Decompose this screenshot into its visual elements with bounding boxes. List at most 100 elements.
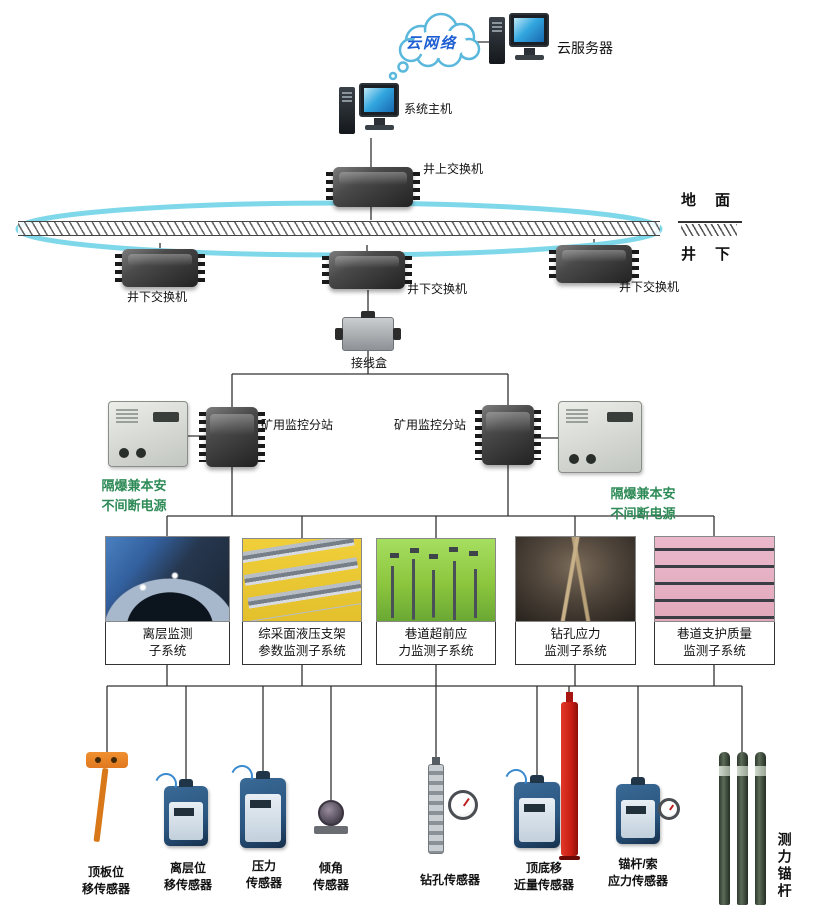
- subsystem-label: 综采面液压支架 参数监测子系统: [242, 622, 362, 665]
- surface-switch-icon: [326, 167, 420, 207]
- subsystem-label-line: 钻孔应力: [550, 627, 601, 641]
- sensor-label-line: 压力: [251, 859, 276, 873]
- subsystem-label-line: 巷道超前应: [404, 627, 468, 641]
- host-base: [365, 125, 394, 130]
- ups-right-label-line1: 隔爆兼本安: [610, 486, 676, 501]
- subsystem-label: 离层监测 子系统: [105, 622, 230, 665]
- cloud-network-label: 云网络: [406, 35, 458, 52]
- subsystem-label-line: 巷道支护质量: [676, 627, 752, 641]
- force-bolt-rod: [755, 752, 766, 905]
- subsystem-card-zongcai: 综采面液压支架 参数监测子系统: [242, 538, 362, 665]
- sensor-label-pressure: 压力 传感器: [234, 858, 294, 892]
- ups-display-slot: [607, 412, 633, 422]
- underground-switch-2-icon: [322, 251, 412, 289]
- surface-switch-label: 井上交换机: [423, 162, 484, 176]
- sensor-label-line: 顶底移: [525, 861, 562, 875]
- subsystem-label-line: 综采面液压支架: [258, 627, 346, 641]
- ups-left-label-line2: 不间断电源: [101, 497, 167, 513]
- borehole-sensor-gauge: [448, 790, 478, 820]
- subsystem-card-zhihu: 巷道支护质量 监测子系统: [654, 536, 775, 665]
- sensor-label-line: 传感器: [245, 875, 282, 890]
- subsystem-image-tunnel: [105, 536, 230, 622]
- switch-shine: [339, 171, 407, 186]
- substation-right-icon: [475, 405, 541, 465]
- cloud-server-icon: [489, 13, 551, 69]
- ups-display-slot: [153, 412, 179, 422]
- sensor-label-line: 钻孔传感器: [419, 873, 480, 887]
- sensor-label-line: 倾角: [318, 861, 343, 875]
- sensor-label-line: 移传感器: [81, 881, 130, 896]
- substation-left-label: 矿用监控分站: [261, 418, 334, 432]
- subsystem-label-line: 子系统: [148, 643, 187, 658]
- server-stand: [524, 48, 535, 55]
- junction-box-icon: [335, 311, 401, 351]
- server-base: [515, 55, 544, 60]
- ups-right-icon: [558, 401, 642, 473]
- ups-right-label: 隔爆兼本安 不间断电源: [597, 484, 689, 523]
- subsystem-label-line: 监测子系统: [683, 643, 746, 658]
- sensor-label-borehole: 钻孔传感器: [412, 872, 488, 889]
- host-tower: [339, 87, 355, 134]
- force-bolt-rod: [737, 752, 748, 905]
- subsystem-label: 巷道超前应 力监测子系统: [376, 622, 496, 665]
- server-tower: [489, 17, 505, 64]
- underground-switch-3-icon: [549, 245, 639, 283]
- switch-shine: [128, 253, 192, 267]
- cloud-icon: [388, 12, 481, 81]
- switch-shine: [562, 249, 626, 263]
- subsystem-card-liceng: 离层监测 子系统: [105, 536, 230, 665]
- server-monitor: [509, 13, 549, 47]
- host-screen: [364, 88, 394, 112]
- instrument-cap: [178, 779, 194, 787]
- sensor-label-tilt: 倾角 传感器: [301, 860, 361, 894]
- subsystem-label: 巷道支护质量 监测子系统: [654, 622, 775, 665]
- instrument-cap: [255, 771, 271, 779]
- force-bolt-rod: [719, 752, 730, 905]
- tilt-sensor-icon: [318, 800, 344, 826]
- subsystem-label-line: 监测子系统: [544, 643, 607, 658]
- sensor-label-line: 传感器: [312, 877, 349, 892]
- instrument-cap: [529, 775, 545, 783]
- underground-switch-2-label: 井下交换机: [407, 282, 468, 296]
- underground-switch-1-label: 井下交换机: [127, 290, 188, 304]
- system-host-label: 系统主机: [404, 102, 453, 116]
- underground-switch-3-label: 井下交换机: [619, 280, 680, 294]
- subsystem-label-line: 力监测子系统: [398, 643, 474, 658]
- sensor-label-separation-displacement: 离层位 移传感器: [152, 860, 224, 894]
- server-screen: [514, 18, 544, 42]
- ground-hatch-band: [18, 221, 660, 236]
- sensor-label-force-bolt: 测力锚杆: [776, 832, 793, 900]
- ups-left-label-line1: 隔爆兼本安: [101, 478, 167, 493]
- subsystem-image-stress-poles: [376, 538, 496, 622]
- sensor-label-line: 近量传感器: [513, 877, 574, 892]
- junction-box-label: 接线盒: [351, 356, 388, 370]
- switch-shine: [335, 255, 399, 269]
- tilt-sensor-base: [314, 826, 348, 834]
- sensor-label-convergence: 顶底移 近量传感器: [506, 860, 582, 894]
- sensor-label-line: 顶板位: [87, 865, 124, 879]
- subsystem-card-zuankong: 钻孔应力 监测子系统: [515, 536, 636, 665]
- ups-left-icon: [108, 401, 188, 467]
- ground-legend-line: [678, 221, 742, 223]
- roof-displacement-sensor-icon: [86, 752, 128, 768]
- switch-shine: [486, 412, 530, 433]
- convergence-sensor-icon: [501, 765, 560, 848]
- sensor-label-line: 移传感器: [163, 877, 212, 892]
- switch-shine: [210, 414, 254, 435]
- ups-left-label: 隔爆兼本安 不间断电源: [90, 476, 178, 515]
- subsystem-label: 钻孔应力 监测子系统: [515, 622, 636, 665]
- bolt-stress-sensor-icon: [616, 777, 660, 844]
- subsystem-label-line: 参数监测子系统: [258, 643, 346, 658]
- subsystem-card-chaoqian: 巷道超前应 力监测子系统: [376, 538, 496, 665]
- separation-displacement-sensor-icon: [151, 769, 208, 846]
- subsystem-image-anchor-bolts: [654, 536, 775, 622]
- wire-group: [106, 41, 743, 800]
- subsystem-label-line: 离层监测: [142, 627, 193, 641]
- pressure-sensor-icon: [227, 761, 286, 848]
- sensor-label-line: 应力传感器: [607, 873, 668, 888]
- sensor-label-bolt-stress: 锚杆/索 应力传感器: [602, 856, 674, 890]
- borehole-sensor-icon: [428, 757, 444, 854]
- underground-label: 井 下: [681, 246, 733, 263]
- ups-right-label-line2: 不间断电源: [610, 505, 676, 521]
